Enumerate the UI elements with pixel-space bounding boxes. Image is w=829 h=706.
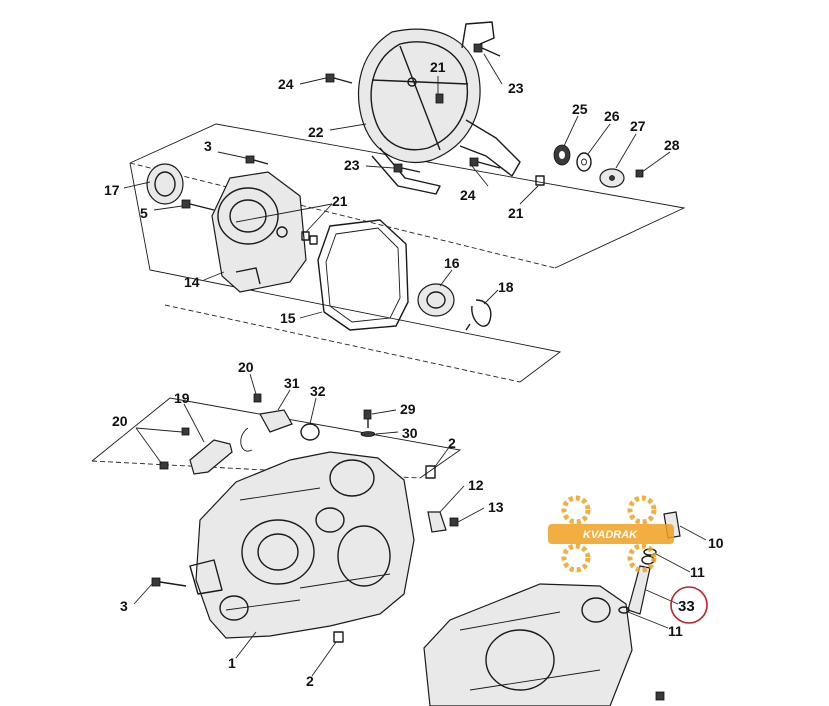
dowel-part-2-lower <box>333 631 344 643</box>
gasket-part-15 <box>317 219 409 331</box>
bolt-3-lower <box>151 577 187 587</box>
bolt-5 <box>181 199 215 211</box>
bolt-20-top <box>253 393 262 403</box>
callout-21: 21 <box>508 205 524 221</box>
callout-12: 12 <box>468 477 484 493</box>
callout-15: 15 <box>280 310 296 326</box>
callout-27: 27 <box>630 118 646 134</box>
callout-11: 11 <box>668 623 683 639</box>
callout-5: 5 <box>140 205 148 221</box>
callout-30: 30 <box>402 425 418 441</box>
callout-10: 10 <box>708 535 724 551</box>
o-ring-part-11-lower <box>618 606 630 614</box>
watermark-text: KVADRAK <box>583 529 638 541</box>
o-ring-part-32 <box>300 423 320 441</box>
callout-2: 2 <box>306 673 314 689</box>
bearing-part-25 <box>553 144 571 166</box>
callout-16: 16 <box>444 255 460 271</box>
assembly-plane-upper <box>129 123 686 269</box>
callout-25: 25 <box>572 101 588 117</box>
bolt-23-lower <box>393 163 421 173</box>
watermark-logo: KVADRAK <box>548 495 674 573</box>
oil-seal-part-17 <box>146 163 184 205</box>
bolt-3-upper <box>245 155 269 165</box>
oil-seal-part-16 <box>417 283 455 317</box>
callout-26: 26 <box>604 108 620 124</box>
callout-21: 21 <box>430 59 446 75</box>
callout-32: 32 <box>310 383 326 399</box>
callout-3: 3 <box>204 138 212 154</box>
callout-13: 13 <box>488 499 504 515</box>
bolt-23-upper <box>473 43 501 57</box>
belt-cover-part-22 <box>357 21 521 195</box>
crankcase-cover-part-14 <box>211 171 307 293</box>
circlip-part-18 <box>465 299 492 331</box>
bolt-21-upper <box>435 93 444 104</box>
callout-33: 33 <box>678 598 695 615</box>
bolt-20-upper <box>181 427 190 436</box>
callout-3: 3 <box>120 598 128 614</box>
sensor-part-31 <box>240 409 293 452</box>
callout-24: 24 <box>460 187 476 203</box>
callout-labels: 24 21 23 22 25 26 27 28 3 23 17 24 21 5 … <box>104 59 724 689</box>
callout-19: 19 <box>174 390 190 406</box>
dowel-part-2-upper <box>425 465 436 479</box>
bolt-part-28 <box>635 169 644 178</box>
bolt-24-lower <box>469 157 501 169</box>
dowel-21-right <box>535 175 545 186</box>
crankcase-right-half <box>423 583 633 706</box>
bracket-part-19 <box>189 439 233 475</box>
leader-lines <box>123 53 707 677</box>
bolt-24-upper <box>325 73 353 84</box>
assembly-plane-middle <box>129 162 562 383</box>
callout-28: 28 <box>664 137 680 153</box>
bolt-bottom-right <box>655 691 665 701</box>
callout-22: 22 <box>308 124 324 140</box>
callout-2: 2 <box>448 435 456 451</box>
callout-11: 11 <box>690 564 705 580</box>
callout-23: 23 <box>344 157 360 173</box>
bracket-part-12 <box>427 511 447 533</box>
callout-29: 29 <box>400 401 416 417</box>
crankcase-part-1 <box>189 451 415 639</box>
callout-17: 17 <box>104 182 120 198</box>
callout-23: 23 <box>508 80 524 96</box>
washer-part-30 <box>360 431 376 437</box>
callout-1: 1 <box>228 655 236 671</box>
bolt-part-29 <box>363 409 372 428</box>
dowel-21-cover <box>301 231 318 245</box>
callout-18: 18 <box>498 279 514 295</box>
washer-part-26 <box>576 152 592 172</box>
callout-24: 24 <box>278 76 294 92</box>
bolt-part-13 <box>449 517 459 527</box>
callout-31: 31 <box>284 375 300 391</box>
highlight-ring <box>670 586 708 624</box>
callout-20: 20 <box>238 359 254 375</box>
callout-21: 21 <box>332 193 348 209</box>
callout-20: 20 <box>112 413 128 429</box>
bolt-20-lower <box>159 461 169 470</box>
pulley-plate-part-27 <box>599 168 625 188</box>
callout-14: 14 <box>184 274 200 290</box>
